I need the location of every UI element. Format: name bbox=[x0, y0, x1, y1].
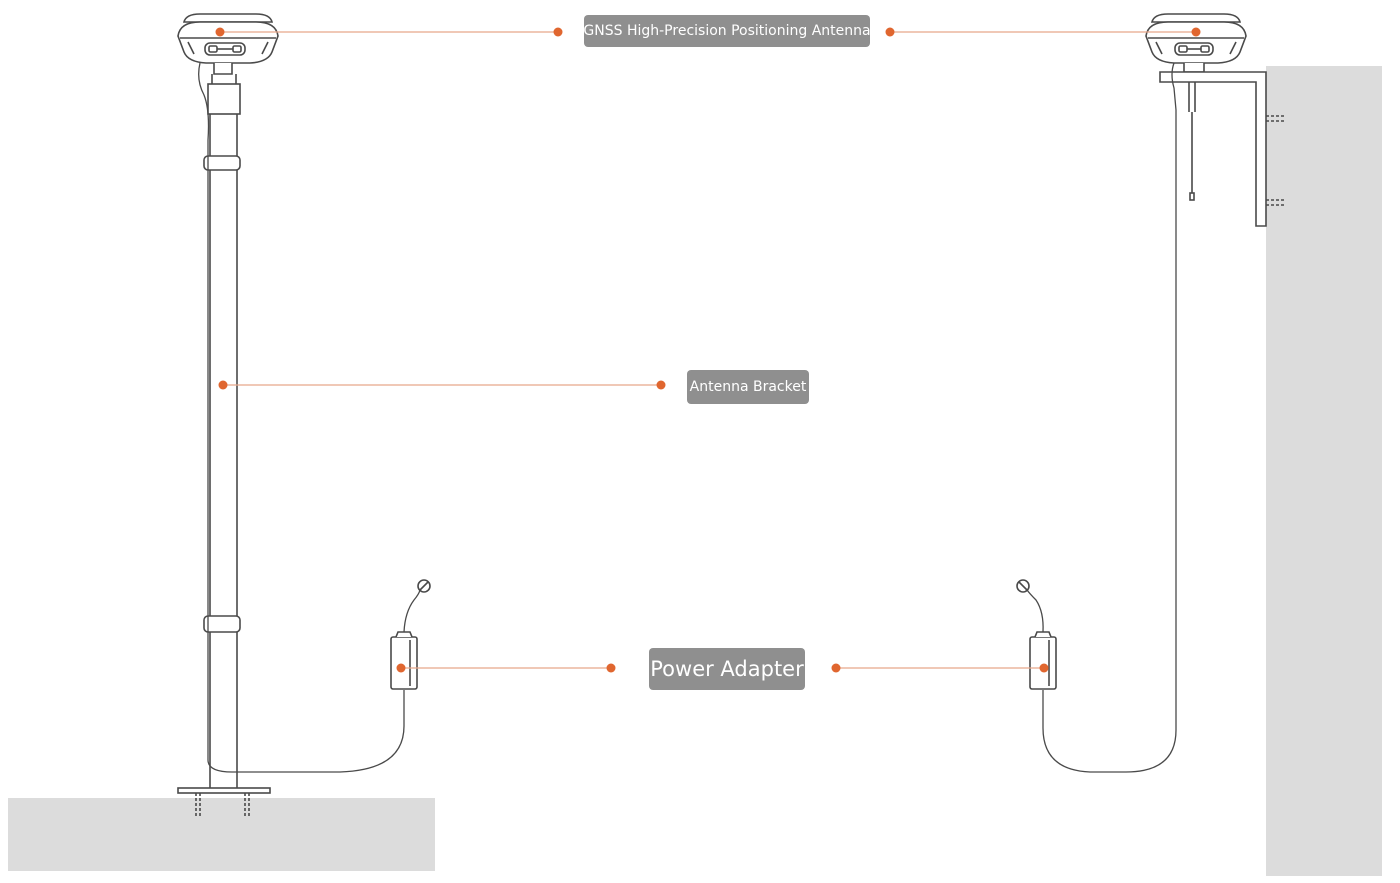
power-plug-icon bbox=[417, 579, 431, 593]
pole-icon bbox=[177, 74, 271, 818]
wall-surface bbox=[1266, 66, 1382, 876]
ground-surface bbox=[8, 798, 435, 871]
antenna-cable bbox=[1042, 62, 1177, 773]
adapter-label: Power Adapter bbox=[649, 648, 805, 690]
gnss-antenna-icon bbox=[1145, 13, 1247, 73]
gnss-antenna-icon bbox=[177, 13, 279, 75]
antenna-cable bbox=[198, 62, 405, 773]
bracket-label: Antenna Bracket bbox=[687, 370, 809, 404]
leader-lines bbox=[220, 31, 1196, 669]
antenna-label: GNSS High-Precision Positioning Antenna bbox=[583, 15, 871, 47]
leader-markers bbox=[215, 27, 1201, 673]
power-plug-icon bbox=[1016, 579, 1030, 593]
wall-bracket-icon bbox=[1159, 71, 1284, 227]
wall-mount-assembly bbox=[1016, 13, 1284, 773]
power-adapter-icon bbox=[390, 589, 421, 690]
pole-mount-assembly bbox=[177, 13, 431, 818]
power-adapter-icon bbox=[1026, 589, 1057, 690]
